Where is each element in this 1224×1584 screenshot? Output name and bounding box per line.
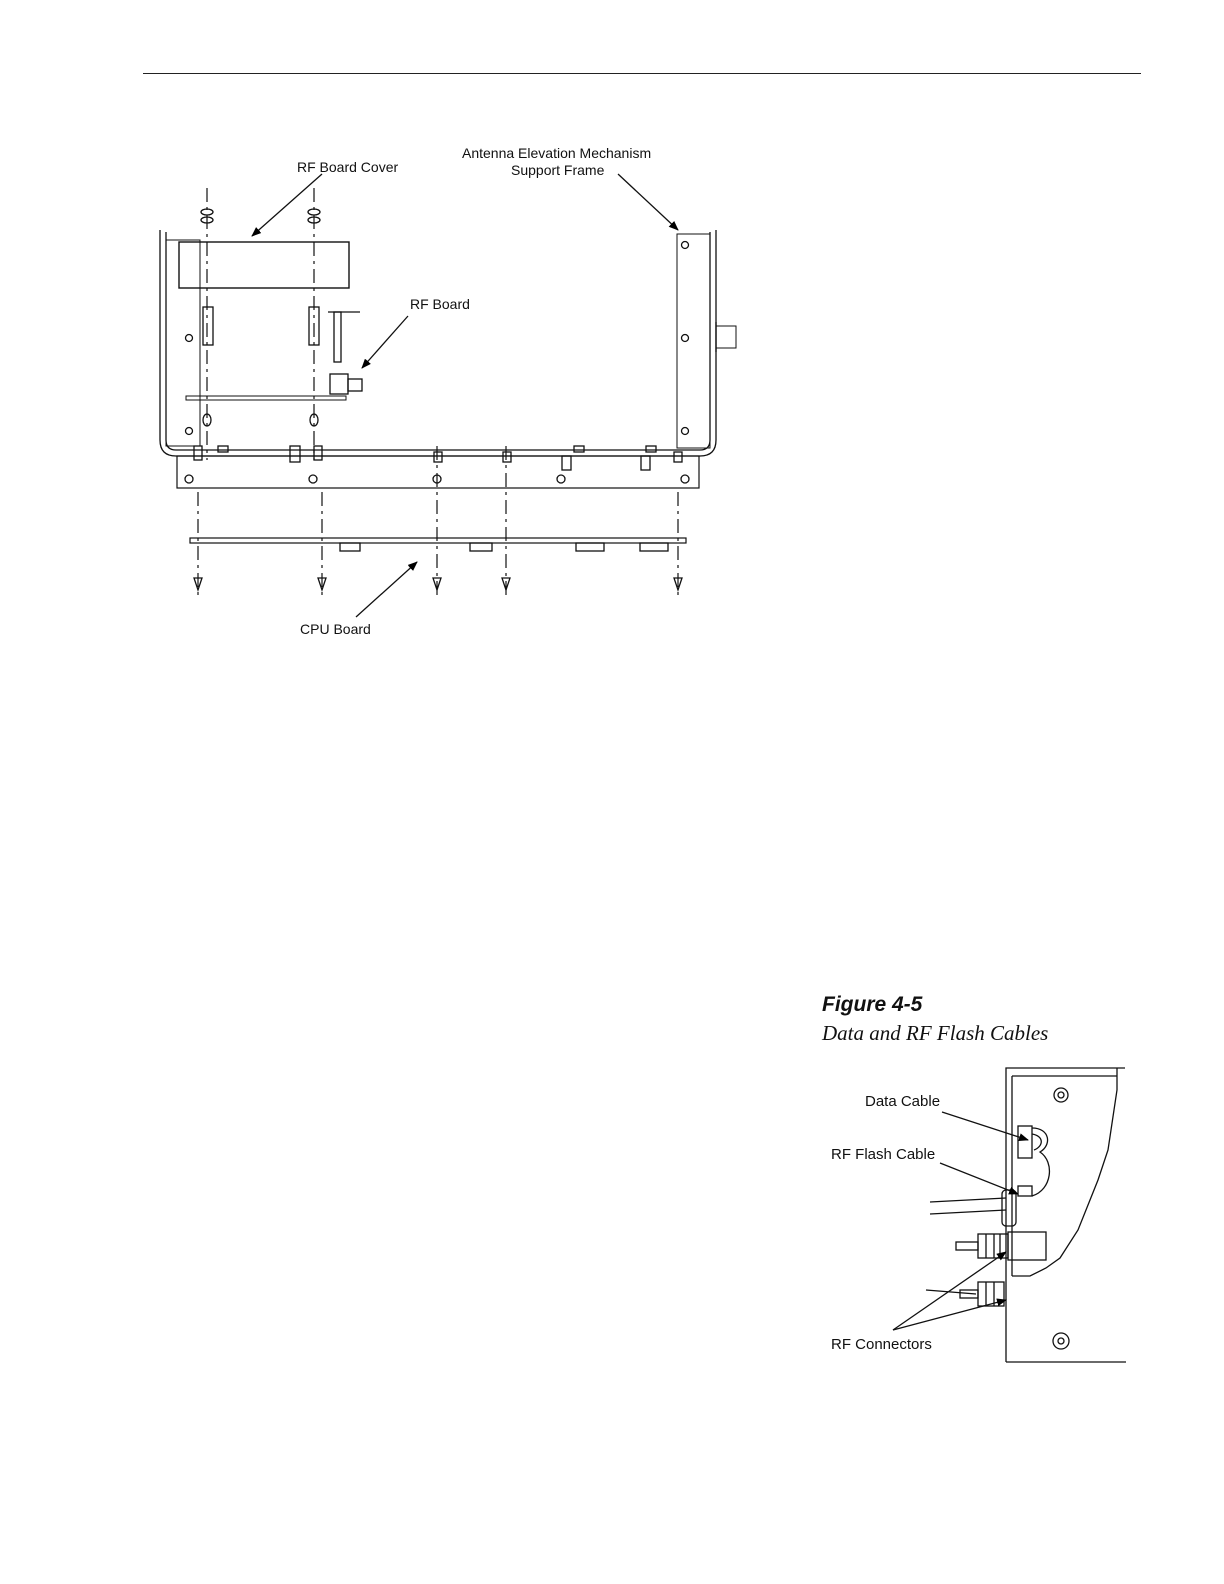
data-cable-label: Data Cable <box>865 1093 940 1110</box>
data-cable-connector <box>1018 1126 1032 1158</box>
panel-outline <box>1006 1068 1125 1362</box>
rf-flash-cable-label: RF Flash Cable <box>831 1146 935 1163</box>
rf-connectors-label: RF Connectors <box>831 1336 932 1353</box>
rf-connector-2 <box>978 1282 1004 1306</box>
rf-flash-cable-clip <box>1002 1190 1016 1226</box>
